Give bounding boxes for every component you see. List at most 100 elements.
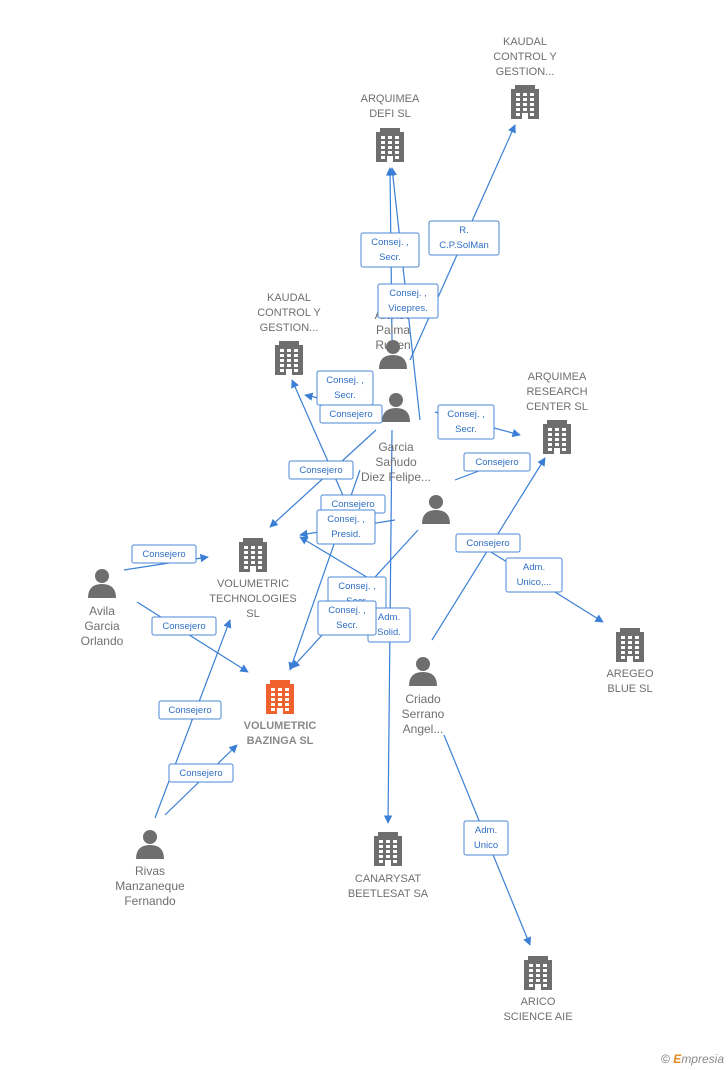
edge-label-box: [158, 700, 222, 720]
person-node-criado[interactable]: CriadoSerranoAngel...: [402, 657, 445, 736]
edge-label-text: Consejero: [475, 457, 518, 468]
edge-label-text: Consejero: [168, 705, 211, 716]
edge-label-text: C.P.SolMan: [439, 240, 488, 251]
company-label: KAUDAL: [503, 36, 547, 48]
person-icon: [136, 830, 164, 859]
building-icon: [266, 680, 294, 714]
edge-label-text: Presid.: [331, 529, 361, 540]
company-node-arego[interactable]: AREGEO BLUE SL: [606, 628, 654, 695]
company-label: GESTION...: [496, 66, 555, 78]
person-label: Rivas: [135, 864, 165, 878]
building-icon: [239, 538, 267, 572]
edge-label-e19[interactable]: Consejero: [168, 763, 234, 783]
edge-label-text: Consej. ,: [328, 605, 366, 616]
edge-label-e12[interactable]: Consejero: [131, 544, 197, 564]
edge-label-e1[interactable]: R. C.P.SolMan: [428, 220, 500, 256]
edge-label-e17[interactable]: Consej. , Secr.: [317, 600, 377, 636]
edge-label-e3[interactable]: Consej. ,Vicepres.: [377, 283, 439, 319]
building-icon: [511, 85, 539, 119]
edge-label-text: Consejero: [142, 549, 185, 560]
building-icon: [376, 128, 404, 162]
edge-label-text: Consejero: [179, 768, 222, 779]
person-icon: [379, 340, 407, 369]
edge-label-e8[interactable]: Consejero: [463, 452, 531, 472]
person-label: Sañudo: [375, 455, 417, 469]
person-label: Angel...: [403, 722, 444, 736]
company-label: AREGEO: [606, 668, 654, 680]
person-label: Ruben: [375, 338, 410, 352]
edge-label-e7[interactable]: Consejero: [288, 460, 354, 480]
edge-label-text: Consej. ,: [371, 237, 409, 248]
person-label: Fernando: [124, 894, 176, 908]
company-label: VOLUMETRIC: [244, 720, 317, 732]
edge-label-text: Secr.: [455, 424, 477, 435]
edge-label-text: Consejero: [162, 621, 205, 632]
edge-label-e2[interactable]: Consej. , Secr.: [360, 232, 420, 268]
company-label: GESTION...: [260, 322, 319, 334]
brand-logo-first: E: [673, 1052, 682, 1066]
building-icon: [275, 341, 303, 375]
edge-label-e6[interactable]: Consej. ,Secr.: [437, 404, 495, 440]
person-label: Garcia: [378, 440, 414, 454]
building-icon: [543, 420, 571, 454]
edge-label-text: Consejero: [329, 409, 372, 420]
person-label: Diez Felipe...: [361, 470, 431, 484]
edge-label-e13[interactable]: Adm.Unico,...: [505, 557, 563, 593]
edge-label-text: Secr.: [336, 620, 358, 631]
edge-label-box: [377, 283, 439, 319]
edge-label-text: Adm.: [523, 562, 545, 573]
edge-label-text: Consejero: [331, 499, 374, 510]
edge-label-text: Solid.: [377, 627, 401, 638]
edge-label-box: [437, 404, 495, 440]
edge-label-e9[interactable]: Consejero: [320, 494, 386, 514]
edge-label-box: [131, 544, 197, 564]
person-label: Criado: [405, 692, 441, 706]
person-label: Serrano: [402, 707, 445, 721]
edge-label-e5[interactable]: Consejero: [319, 404, 383, 424]
edge-label-text: Consejero: [466, 538, 509, 549]
edge-label-text: Secr.: [379, 252, 401, 263]
edge-label-e14[interactable]: Consejero: [151, 616, 217, 636]
company-label: RESEARCH: [526, 386, 587, 398]
company-label: ARICO: [521, 996, 556, 1008]
company-label: BLUE SL: [607, 683, 652, 695]
person-label: Manzaneque: [115, 879, 185, 893]
company-label: SL: [246, 608, 259, 620]
edge-label-text: Consej. ,: [327, 514, 365, 525]
person-label: Garcia: [84, 619, 120, 633]
company-label: KAUDAL: [267, 292, 311, 304]
edge-label-e11[interactable]: Consejero: [455, 533, 521, 553]
person-icon: [422, 495, 450, 524]
person-label: Palma: [376, 323, 410, 337]
building-icon: [524, 956, 552, 990]
edge-label-e4[interactable]: Consej. ,Secr.: [316, 370, 374, 406]
person-label: Orlando: [81, 634, 124, 648]
edge-label-box: [317, 600, 377, 636]
person-node-anon[interactable]: [422, 495, 450, 524]
copyright-symbol: ©: [661, 1052, 670, 1066]
edge-label-box: [319, 404, 383, 424]
edge-label-e18[interactable]: Consejero: [158, 700, 222, 720]
edge-label-text: R.: [459, 225, 469, 236]
edge-label-text: Vicepres.: [388, 303, 427, 314]
edge-label-e10[interactable]: Consej. , Presid.: [316, 509, 376, 545]
edge-label-box: [455, 533, 521, 553]
edge-label-box: [316, 509, 376, 545]
edge-label-e20[interactable]: Adm.Unico: [463, 820, 509, 856]
company-label: ARQUIMEA: [361, 93, 420, 105]
edge-label-text: Consejero: [299, 465, 342, 476]
edge-label-e16[interactable]: Adm.Solid.: [367, 607, 411, 643]
company-label: TECHNOLOGIES: [209, 593, 296, 605]
